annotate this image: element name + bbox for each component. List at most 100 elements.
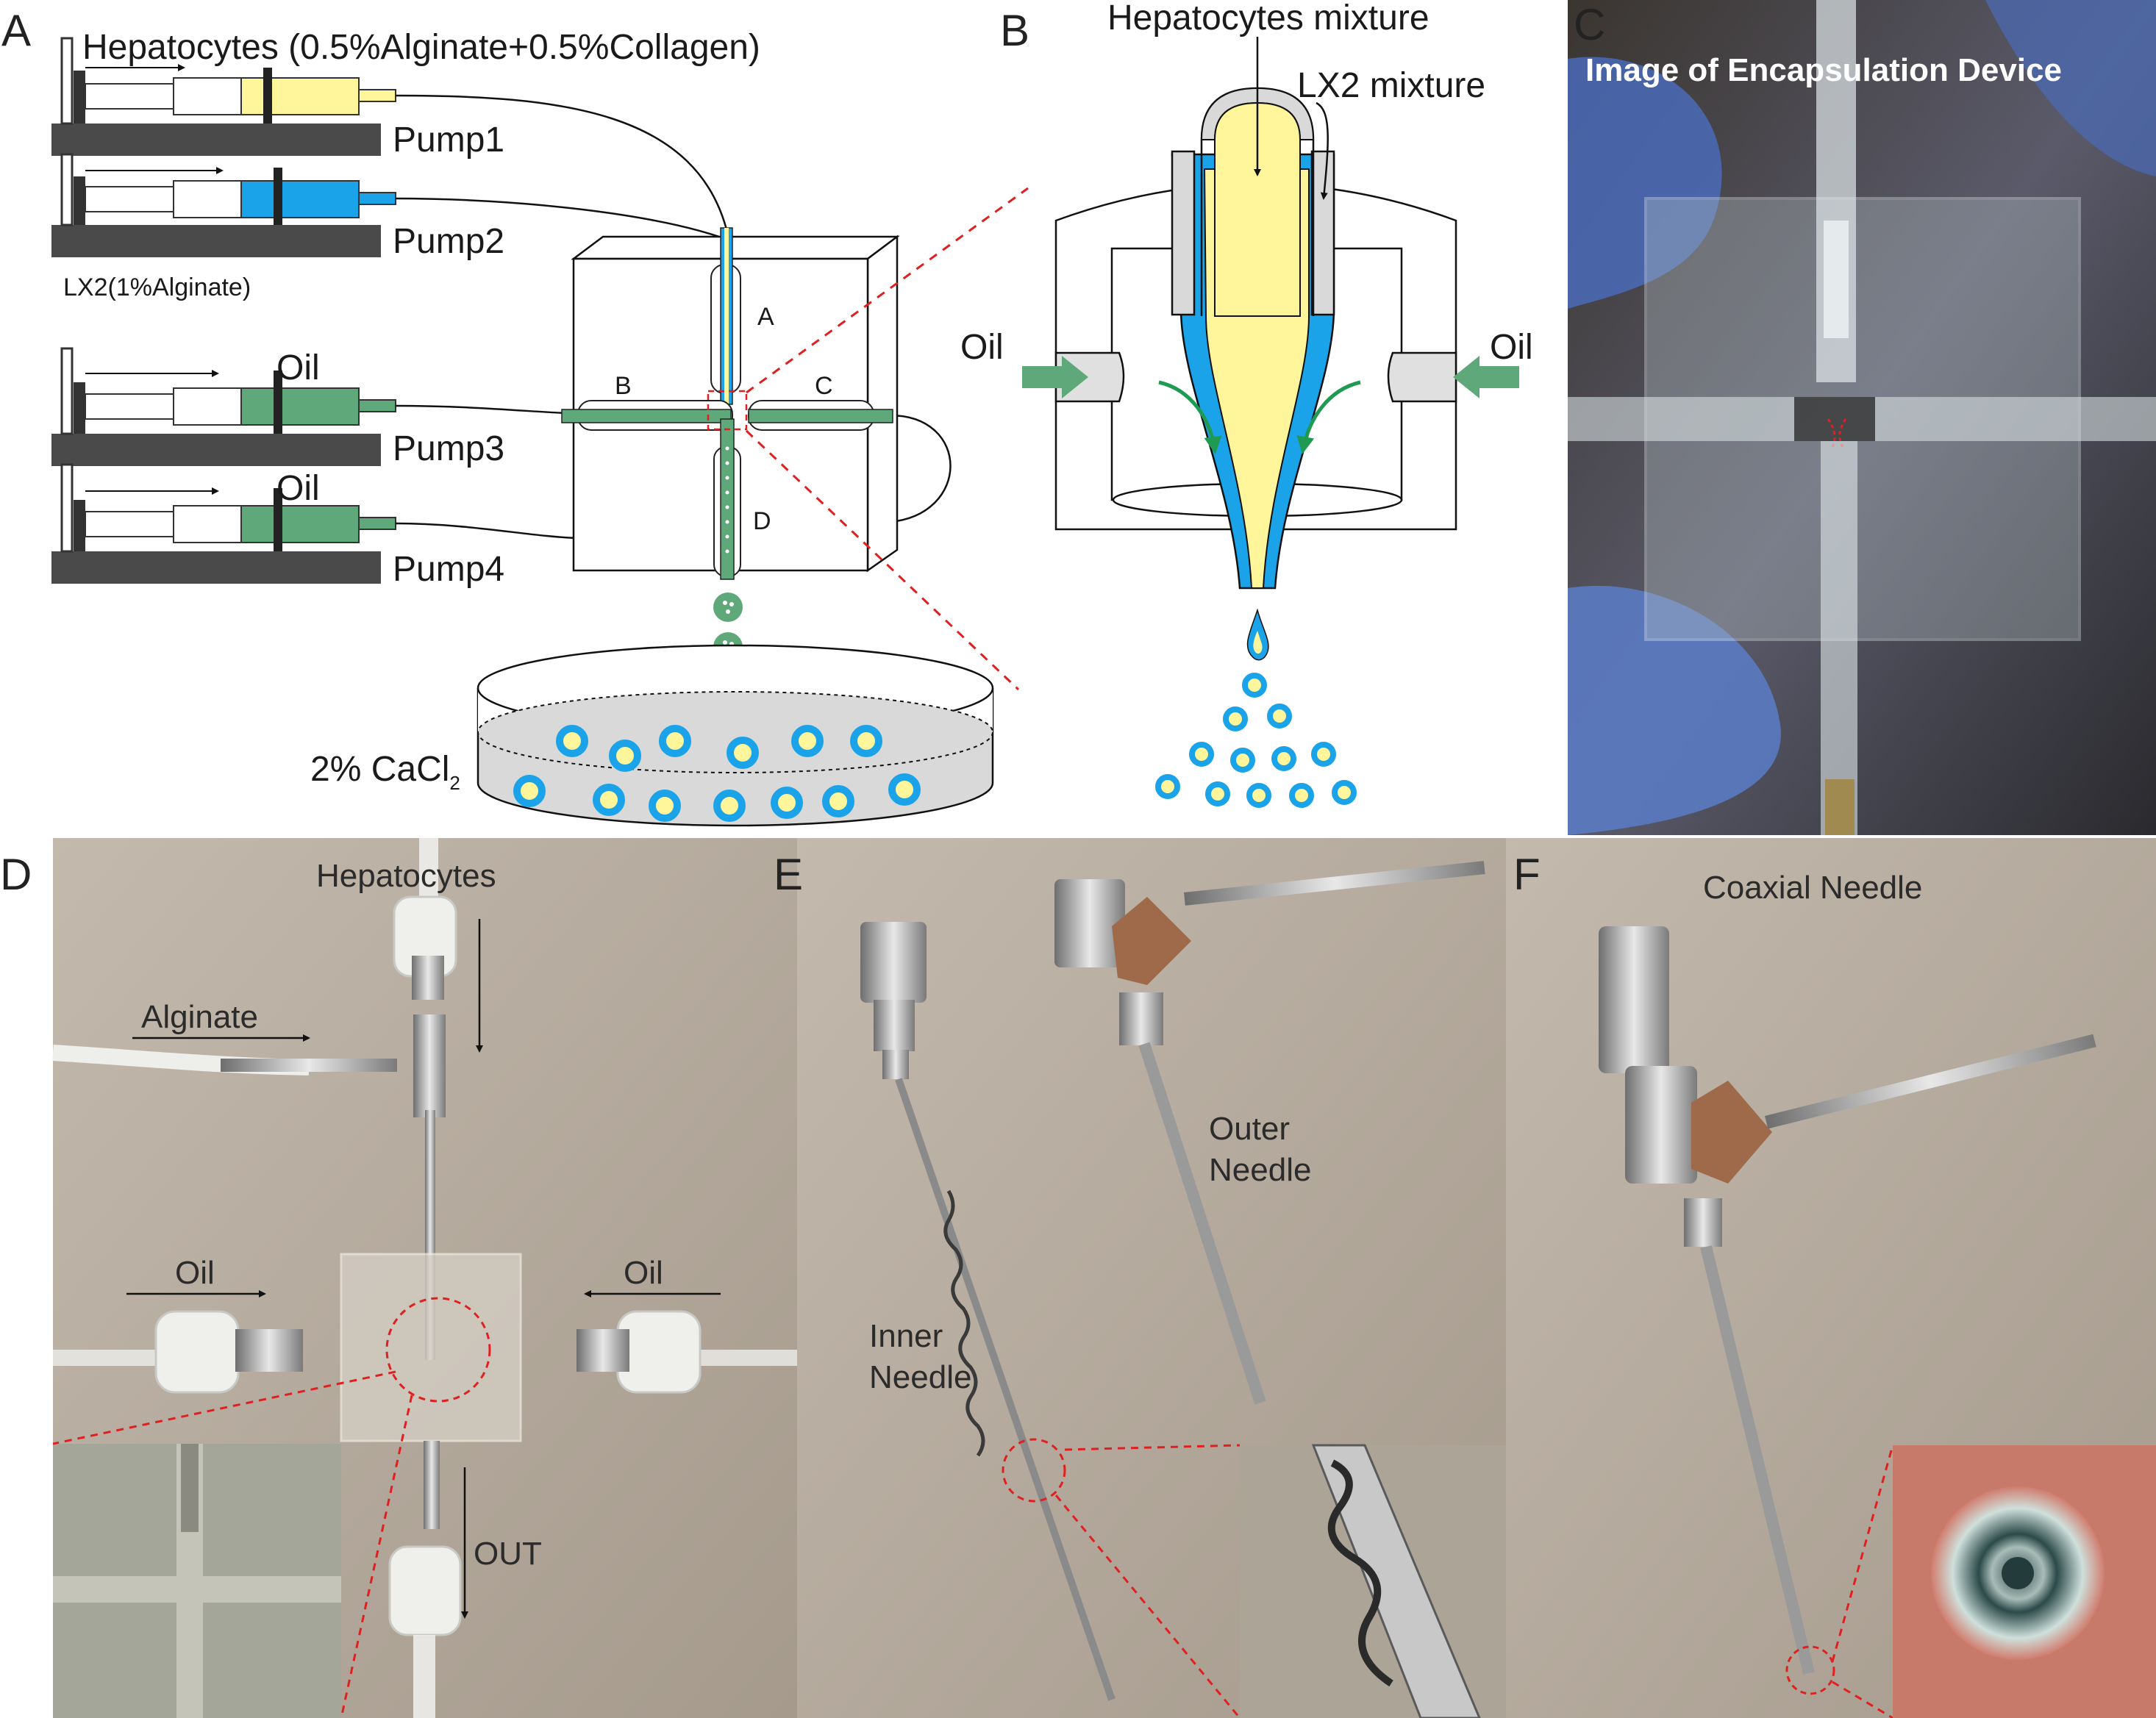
pump-4-fluid bbox=[240, 505, 360, 543]
outer-needle-label-1: Outer bbox=[1209, 1111, 1290, 1147]
inset-f-inner-lumen bbox=[2002, 1557, 2034, 1589]
pump-1-barrel bbox=[173, 77, 242, 115]
inner-needle bbox=[860, 922, 1116, 1701]
needle-inner bbox=[724, 228, 729, 404]
pump-1-tip bbox=[358, 89, 396, 102]
out-label: OUT bbox=[474, 1536, 542, 1572]
capsule bbox=[1230, 748, 1255, 773]
panel-f: F Coaxial Needle bbox=[1506, 838, 2156, 1718]
tube-pump-4 bbox=[395, 522, 579, 540]
outlet-channel bbox=[720, 418, 735, 580]
outlet-droplets bbox=[725, 446, 729, 554]
outer-needle-label-2: Needle bbox=[1209, 1152, 1311, 1188]
capsule bbox=[1271, 746, 1296, 771]
glove-left bbox=[1568, 57, 1722, 309]
pump-2-fluid bbox=[240, 180, 360, 218]
syringe-pump-4 bbox=[51, 463, 396, 584]
cacl2-bath bbox=[476, 644, 994, 827]
oil-label-right-d: Oil bbox=[624, 1255, 663, 1291]
channel-a-label: A bbox=[757, 303, 774, 331]
pump-3-clamp bbox=[274, 371, 282, 434]
droplet-core bbox=[1253, 631, 1263, 654]
panel-d: D Hepatocytes Alginate Oil Oil bbox=[0, 838, 797, 1718]
capsule bbox=[659, 725, 691, 757]
lx2-mixture-label: LX2 mixture bbox=[1297, 66, 1485, 105]
outlet-tube bbox=[413, 1635, 435, 1718]
capsule bbox=[513, 775, 546, 807]
inset-d-needle-tip bbox=[181, 1444, 199, 1532]
luer-connector-bottom bbox=[388, 1545, 462, 1636]
inset-d-horizontal-channel bbox=[53, 1576, 341, 1603]
tube-pump-2 bbox=[395, 197, 736, 244]
capsule bbox=[1246, 783, 1271, 808]
pump-2-tip bbox=[358, 192, 396, 205]
brass-fitting bbox=[1825, 779, 1855, 835]
capsule bbox=[1332, 780, 1357, 805]
pump-4-plunger bbox=[85, 511, 174, 537]
capsule bbox=[1267, 704, 1292, 729]
pump-2-pusher bbox=[74, 176, 85, 225]
pump-3-fluid bbox=[240, 387, 360, 426]
pump-2-barrel bbox=[173, 180, 242, 218]
pump-1-label: Pump1 bbox=[393, 121, 504, 160]
coaxial-needle bbox=[1599, 926, 2096, 1675]
panel-letter-b: B bbox=[1000, 6, 1029, 55]
pump-4-post bbox=[60, 463, 74, 553]
pump-3-tip bbox=[358, 399, 396, 412]
glove-right bbox=[1985, 0, 2156, 176]
pump-2-clamp bbox=[274, 168, 282, 225]
capsule bbox=[593, 784, 625, 816]
threaded-inlet-top bbox=[1824, 221, 1849, 338]
flow-arrow-left bbox=[1158, 380, 1222, 454]
oil-connector-left bbox=[154, 1310, 240, 1394]
cacl2-main: 2% CaCl bbox=[310, 750, 449, 789]
outer-needle-hub bbox=[1054, 879, 1125, 967]
oil-label-left-d: Oil bbox=[175, 1255, 215, 1291]
capsule bbox=[1205, 781, 1230, 806]
hepatocytes-label-d: Hepatocytes bbox=[316, 858, 496, 894]
coaxial-shaft bbox=[1700, 1245, 1815, 1675]
outer-hub-left bbox=[1171, 150, 1196, 316]
outer-needle-collar bbox=[1119, 992, 1163, 1045]
capsule bbox=[1189, 742, 1214, 767]
pump-3-plunger bbox=[85, 393, 174, 420]
capsule bbox=[1155, 774, 1180, 799]
channel-d-label: D bbox=[753, 507, 771, 535]
capsules-in-bath bbox=[513, 725, 921, 822]
outer-needle-shaft bbox=[1138, 1042, 1266, 1405]
pump-4-barrel bbox=[173, 505, 242, 543]
inner-needle-wire bbox=[943, 1189, 985, 1457]
coaxial-solder bbox=[1691, 1081, 1772, 1184]
pump-2-plunger bbox=[85, 186, 174, 212]
panel-e: E Outer Needle Inner Needle bbox=[774, 838, 1506, 1718]
pump-2-label: Pump2 bbox=[393, 222, 504, 261]
panel-c-title: Image of Encapsulation Device bbox=[1585, 52, 2062, 88]
pump-3-barrel bbox=[173, 387, 242, 426]
syringe-pump-3 bbox=[51, 347, 396, 466]
oil-label-1: Oil bbox=[276, 348, 320, 387]
coaxial-hub-lower bbox=[1625, 1066, 1697, 1184]
oil-inlet-left bbox=[561, 409, 732, 423]
device-top-face bbox=[571, 235, 900, 260]
tube-pump-1 bbox=[395, 94, 729, 236]
pump-3-post bbox=[60, 347, 74, 435]
oil-pipe-right bbox=[1387, 351, 1457, 403]
capsule bbox=[556, 725, 588, 757]
tip-highlight bbox=[1785, 1645, 1835, 1695]
pump-3-base bbox=[51, 434, 381, 466]
lx2-label: LX2(1%Alginate) bbox=[63, 273, 251, 301]
zoom-line-lower bbox=[745, 429, 1020, 691]
pump-1-pusher bbox=[74, 71, 85, 124]
pump-1-clamp bbox=[263, 68, 272, 124]
hepatocytes-fill-top bbox=[1214, 101, 1301, 317]
capsule-pyramid bbox=[1155, 673, 1357, 808]
pump-4-label: Pump4 bbox=[393, 550, 504, 589]
acrylic-chip bbox=[340, 1253, 522, 1442]
zoom-line-e-1 bbox=[1064, 1444, 1241, 1451]
device-block bbox=[561, 227, 900, 580]
capsule bbox=[1223, 706, 1248, 731]
panel-letter-d: D bbox=[0, 850, 32, 899]
channel-b-label: B bbox=[615, 372, 632, 400]
capsule bbox=[727, 737, 759, 769]
